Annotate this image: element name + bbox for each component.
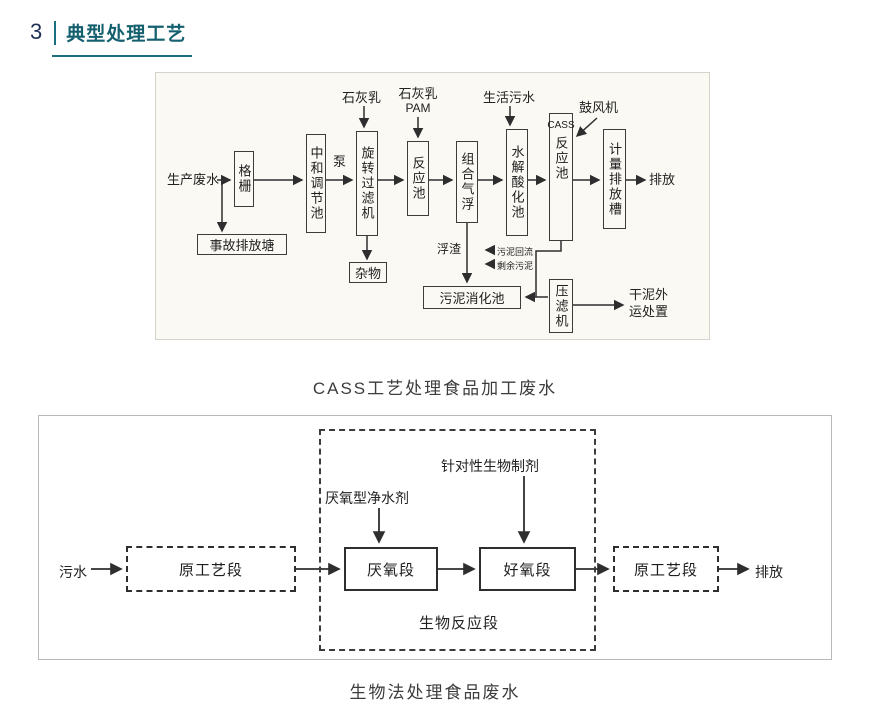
discharge-label-2: 排放: [755, 564, 783, 580]
blower-arrow: [575, 117, 598, 138]
pump-label: 泵: [333, 154, 347, 169]
bio-reaction-dashed-frame: [319, 429, 596, 651]
domestic-sewage-label: 生活污水: [483, 90, 536, 105]
air-flotation-box: 组合气浮: [456, 141, 478, 223]
grid-box: 格栅: [234, 151, 254, 207]
diagram1-caption: CASS工艺处理食品加工废水: [312, 379, 558, 398]
excess-sludge-label: 剩余污泥: [497, 261, 534, 271]
neutralization-tank-box: 中和调节池: [306, 134, 326, 233]
blower-label: 鼓风机: [579, 100, 619, 115]
filter-press-box: 压滤机: [549, 279, 573, 333]
header-divider: [54, 20, 57, 45]
section-number: 3: [30, 19, 43, 44]
section-title-wrap: 典型处理工艺: [52, 16, 193, 57]
scum-label: 浮渣: [437, 242, 462, 256]
sludge-return-label: 污泥回流: [497, 247, 534, 257]
discharge-label: 排放: [649, 172, 676, 187]
aerobic-stage-box: 好氧段: [479, 547, 576, 591]
sewage-label: 污水: [59, 564, 87, 580]
accident-pond-box: 事故排放塘: [197, 234, 287, 255]
anaerobic-agent-label: 厌氧型净水剂: [323, 488, 411, 508]
sludge-digestion-box: 污泥消化池: [423, 286, 521, 309]
rotary-filter-box: 旋转过滤机: [356, 131, 378, 236]
original-stage-left-box: 原工艺段: [126, 546, 296, 592]
reaction-tank-box: 反应池: [407, 141, 429, 216]
cass-process-diagram: 生产废水 格栅 事故排放塘 中和调节池 泵 旋转过滤机 石灰乳 石灰乳 PAM …: [155, 72, 710, 340]
targeted-agent-label: 针对性生物制剂: [441, 458, 539, 474]
original-stage-right-box: 原工艺段: [613, 546, 719, 592]
lime-milk-label-1: 石灰乳: [342, 90, 382, 105]
diagram2-caption: 生物法处理食品废水: [349, 683, 521, 702]
cass-tank-box: CASS 反应池: [547, 113, 575, 241]
debris-box: 杂物: [349, 262, 387, 283]
dry-sludge-label: 干泥外运处置: [629, 287, 669, 319]
hydrolysis-tank-box: 水解酸化池: [506, 129, 528, 236]
bio-reaction-stage-label: 生物反应段: [419, 615, 500, 632]
metering-tank-box: 计量排放槽: [603, 129, 626, 229]
anaerobic-stage-box: 厌氧段: [344, 547, 438, 591]
section-header: 3 典型处理工艺: [28, 16, 193, 57]
bio-process-diagram: 污水 原工艺段 厌氧段 好氧段 原工艺段 排放 厌氧型净水剂 针对性生物制剂 生…: [38, 415, 832, 660]
section-title: 典型处理工艺: [66, 24, 187, 45]
lime-milk-pam-label: 石灰乳 PAM: [398, 86, 438, 115]
production-wastewater-label: 生产废水: [167, 172, 220, 187]
